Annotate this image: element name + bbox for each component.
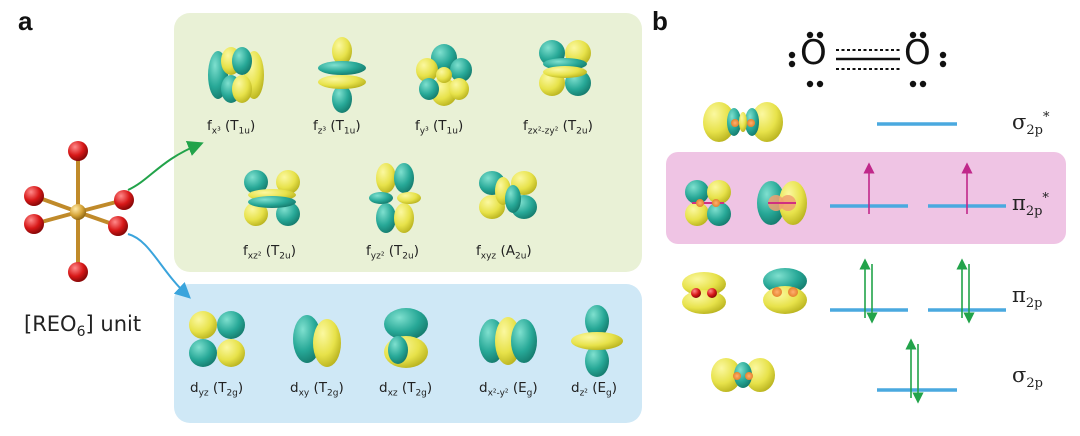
oxygen-atom (114, 190, 134, 210)
orbital-fxz2-icon (244, 170, 300, 226)
label-f-orbital-2: fz³ (T1u) (313, 118, 361, 137)
label-f-orbital-5: fxz² (T2u) (243, 243, 296, 262)
oxygen-atom (68, 141, 88, 161)
mo-pi-image-1 (682, 272, 726, 314)
arrow-to-f-orbitals (127, 141, 204, 191)
label-f-orbital-1: fx³ (T1u) (207, 118, 256, 137)
orbital-fxyz-icon (479, 171, 537, 219)
mo-label-sigma-star: σ2p* (1012, 110, 1050, 139)
label-f-orbital-3: fy³ (T1u) (415, 118, 464, 137)
panel-label-a: a (18, 6, 33, 36)
mo-label-pi-star: π2p* (1012, 191, 1049, 220)
mo-label-sigma: σ2p (1012, 363, 1043, 392)
orbital-dz2-icon (571, 305, 623, 377)
arrow-to-d-orbitals (127, 233, 191, 299)
orbital-fx3-icon (208, 47, 264, 103)
reo6-unit-label: [REO6] unit (24, 312, 142, 341)
orbital-fzx2-zy2-icon (539, 40, 591, 96)
oxygen-atom (24, 186, 44, 206)
mo-sigma-star-image (703, 102, 783, 142)
oxygen-atom (68, 262, 88, 282)
orbital-dxy-icon (293, 315, 341, 367)
mo-label-pi: π2p (1012, 283, 1043, 312)
orbital-dyz-icon (189, 311, 245, 367)
mo-pi-star-image-1 (685, 180, 731, 226)
orbital-dxz-icon (384, 308, 428, 368)
o2-left-atom: O (800, 33, 827, 73)
label-d-orbital-4: dx²-y² (Eg) (479, 380, 538, 399)
oxygen-atom (24, 214, 44, 234)
label-f-orbital-6: fyz² (T2u) (366, 243, 419, 262)
mo-pi-star-image-2 (757, 181, 807, 225)
label-f-orbital-4: fzx²-zy² (T2u) (523, 118, 593, 137)
label-f-orbital-7: fxyz (A2u) (476, 243, 532, 262)
label-d-orbital-3: dxz (T2g) (379, 380, 433, 399)
panel-label-b: b (652, 6, 668, 36)
o2-lewis-structure (788, 31, 947, 88)
label-d-orbital-2: dxy (T2g) (290, 380, 344, 399)
orbital-fz3-icon (318, 37, 366, 113)
label-d-orbital-1: dyz (T2g) (190, 380, 244, 399)
orbital-fy3-icon (416, 44, 472, 106)
o2-right-atom: O (904, 33, 931, 73)
orbital-dx2-y2-icon (479, 317, 537, 365)
metal-atom (70, 204, 86, 220)
orbital-fyz2-icon (369, 163, 421, 233)
oxygen-atom (108, 216, 128, 236)
reo6-octahedron (24, 141, 134, 282)
mo-pi-image-2 (763, 268, 807, 314)
label-d-orbital-5: dz² (Eg) (571, 380, 618, 399)
mo-sigma-image (711, 358, 775, 392)
